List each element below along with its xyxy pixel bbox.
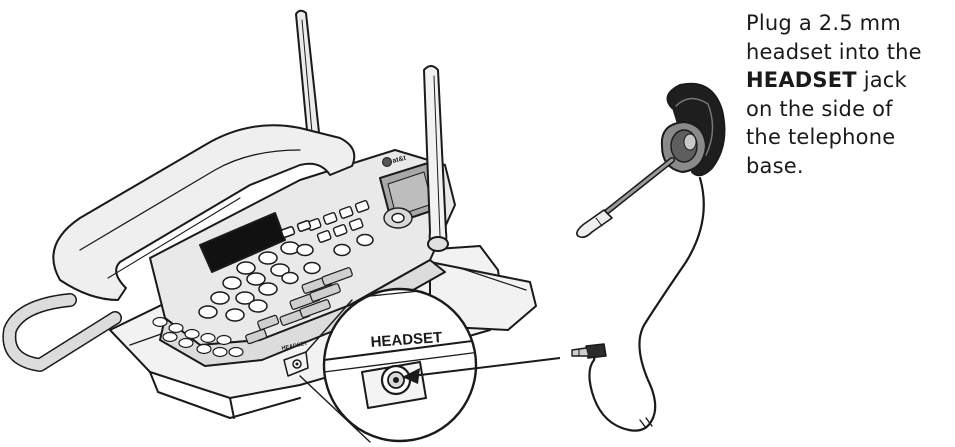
- instruction-line-3: HEADSET jack: [746, 66, 951, 95]
- instruction-line-1: Plug a 2.5 mm: [746, 9, 951, 38]
- instruction-line-4: on the side of: [746, 95, 951, 124]
- instruction-line-5: the telephone: [746, 123, 951, 152]
- headset-jack-name: HEADSET: [746, 68, 857, 92]
- instruction-line-6: base.: [746, 152, 951, 181]
- mic-tip: [577, 210, 612, 237]
- brand-logo-icon: [383, 158, 392, 167]
- instruction-line-2: headset into the: [746, 38, 951, 67]
- headset-plug-icon: [572, 344, 606, 360]
- headset-icon: [572, 84, 724, 431]
- coiled-cord-icon: [9, 300, 115, 365]
- instruction-text: Plug a 2.5 mm headset into the HEADSET j…: [746, 9, 951, 181]
- instruction-line-3-rest: jack: [857, 68, 907, 92]
